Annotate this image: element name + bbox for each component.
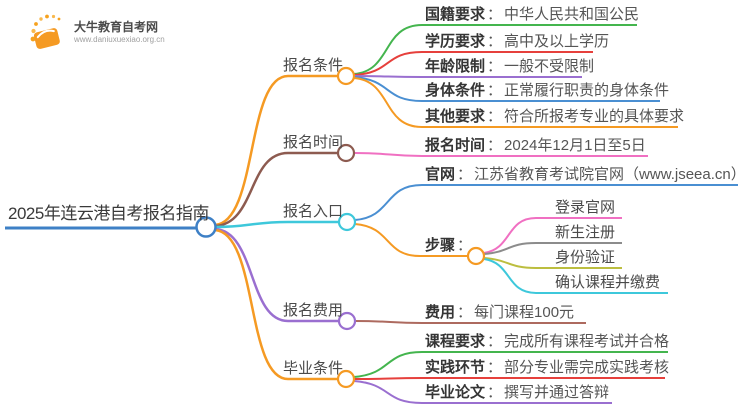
connector-physical [353,76,660,102]
row-separator: ： [487,384,503,401]
row-value: 2024年12月1日至5日 [504,137,646,154]
connector-branch-graduation [214,228,338,381]
row-label: 报名时间 [425,137,486,154]
connector-step-login [483,217,622,254]
connector-branch-fee [214,227,339,323]
connector-step-confirm-pay [483,258,668,294]
connector-practice [353,377,665,380]
row-value: 江苏省教育考试院官网（www.jseea.cn） [474,166,746,183]
branch-label-fee: 报名费用 [283,302,344,319]
root-node-circle [195,216,217,238]
row-value: 每门课程100元 [474,304,575,321]
logo-title: 大牛教育自考网 [74,19,159,34]
connector-education [353,51,593,76]
row-physical: 身体条件：正常履行职责的身体条件 [425,81,669,101]
branch-label-conditions: 报名条件 [283,57,344,74]
row-value: 完成所有课程考试并合格 [504,333,670,350]
connector-fee-amount [354,320,586,324]
row-reg-time: 报名时间：2024年12月1日至5日 [425,136,646,156]
branch-label-graduation: 毕业条件 [283,360,344,377]
connector-other [353,77,678,128]
node-circle-conditions [336,66,356,86]
connector-step-verify [483,257,622,269]
connector-website [354,184,738,221]
row-website: 官网：江苏省教育考试院官网（www.jseea.cn） [425,165,746,185]
row-thesis: 毕业论文：撰写并通过答辩 [425,383,609,403]
connector-step-register [483,242,622,255]
connector-steps [354,223,467,257]
node-circle-entrance [337,212,357,232]
row-separator: ： [487,6,503,23]
row-step-register: 新生注册 [555,224,616,241]
row-separator: ： [457,166,473,183]
row-practice: 实践环节：部分专业需完成实践考核 [425,358,669,378]
row-label: 步骤 [425,237,456,254]
row-label: 其他要求 [425,108,486,125]
node-circle-graduation [336,369,356,389]
row-label: 年龄限制 [425,58,486,75]
book-logo-icon [30,14,61,49]
root-node-label: 2025年连云港自考报名指南 [8,204,209,223]
row-value: 一般不受限制 [504,58,595,75]
node-circle-time [336,143,356,163]
site-logo: 大牛教育自考网 www.daniuxuexiao.org.cn [26,12,165,52]
connector-nationality [353,24,637,75]
row-separator: ： [487,33,503,50]
connector-branch-entrance [214,220,339,229]
row-separator: ： [457,304,473,321]
row-separator: ： [487,137,503,154]
connector-age [353,75,582,78]
row-label: 官网 [425,166,456,183]
row-separator: ： [457,237,473,254]
row-value: 符合所报考专业的具体要求 [504,108,685,125]
row-step-verify: 身份验证 [555,249,616,266]
row-label: 实践环节 [425,359,486,376]
row-nationality: 国籍要求：中华人民共和国公民 [425,5,639,25]
row-label: 国籍要求 [425,6,486,23]
row-value: 正常履行职责的身体条件 [504,82,670,99]
row-education: 学历要求：高中及以上学历 [425,32,609,52]
row-label: 费用 [425,304,456,321]
connector-reg-time [354,152,648,157]
row-separator: ： [487,58,503,75]
row-label: 毕业论文 [425,384,486,401]
row-value: 中华人民共和国公民 [504,6,640,23]
connector-branch-time [214,151,338,228]
connector-branch-conditions [214,74,338,227]
branch-label-entrance: 报名入口 [283,203,344,220]
row-value: 高中及以上学历 [504,33,610,50]
row-other: 其他要求：符合所报考专业的具体要求 [425,107,684,127]
row-separator: ： [487,333,503,350]
row-step-login: 登录官网 [555,199,616,216]
row-fee-amount: 费用：每门课程100元 [425,303,574,323]
row-separator: ： [487,359,503,376]
row-course: 课程要求：完成所有课程考试并合格 [425,332,669,352]
node-circle-steps [466,246,486,266]
logo-texts: 大牛教育自考网 www.daniuxuexiao.org.cn [74,20,165,45]
row-steps-label: 步骤： [425,236,474,256]
connector-course [353,351,668,378]
row-separator: ： [487,82,503,99]
row-separator: ： [487,108,503,125]
branch-label-time: 报名时间 [283,134,344,151]
logo-url: www.daniuxuexiao.org.cn [74,34,165,44]
row-label: 课程要求 [425,333,486,350]
row-value: 撰写并通过答辩 [504,384,610,401]
row-value: 部分专业需完成实践考核 [504,359,670,376]
row-label: 学历要求 [425,33,486,50]
row-age: 年龄限制：一般不受限制 [425,57,594,77]
connector-thesis [353,380,612,404]
row-label: 身体条件 [425,82,486,99]
node-circle-fee [337,311,357,331]
row-step-confirm-pay: 确认课程并缴费 [555,274,661,291]
